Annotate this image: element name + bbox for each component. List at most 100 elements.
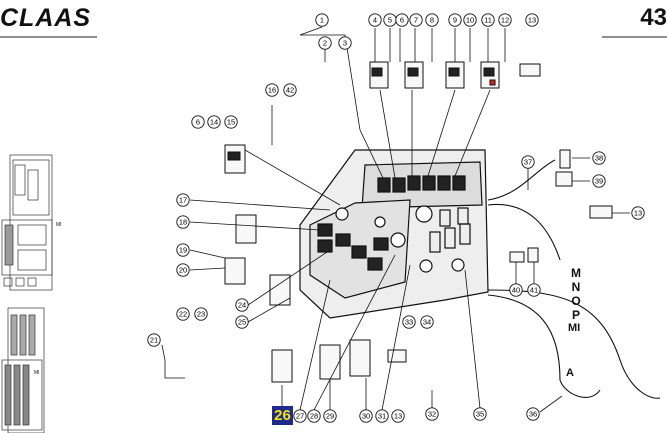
- callout-number: 30: [362, 412, 370, 421]
- callout-38[interactable]: 38: [592, 151, 606, 165]
- callout-number: 13: [394, 412, 402, 421]
- callout-number: 3: [343, 39, 347, 48]
- callout-22[interactable]: 22: [176, 307, 190, 321]
- callout-number: 40: [512, 286, 520, 295]
- callout-1[interactable]: 1: [315, 13, 329, 27]
- callout-number: 19: [179, 246, 187, 255]
- connector-letter: O: [571, 294, 581, 308]
- callout-number: 7: [414, 16, 418, 25]
- callout-5[interactable]: 5: [383, 13, 397, 27]
- callout-34[interactable]: 34: [420, 315, 434, 329]
- callout-number: 16: [268, 86, 276, 95]
- callout-33[interactable]: 33: [402, 315, 416, 329]
- callout-24[interactable]: 24: [235, 298, 249, 312]
- callout-8[interactable]: 8: [425, 13, 439, 27]
- callout-19[interactable]: 19: [176, 243, 190, 257]
- callout-13[interactable]: 13: [391, 409, 405, 423]
- callout-36[interactable]: 36: [526, 407, 540, 421]
- switch-parts: [224, 61, 613, 383]
- page-number: 43: [640, 4, 667, 31]
- console-housing: [299, 149, 489, 319]
- callout-number: 36: [529, 410, 537, 419]
- callout-number: 24: [238, 301, 246, 310]
- highlighted-callout[interactable]: 26: [272, 406, 293, 425]
- callout-13[interactable]: 13: [525, 13, 539, 27]
- callout-number: 29: [326, 412, 334, 421]
- callout-25[interactable]: 25: [235, 315, 249, 329]
- callout-number: 34: [423, 318, 431, 327]
- callout-42[interactable]: 42: [283, 83, 297, 97]
- callout-number: 37: [524, 158, 532, 167]
- callout-14[interactable]: 14: [207, 115, 221, 129]
- connector-letter: N: [571, 280, 581, 294]
- callout-18[interactable]: 18: [176, 215, 190, 229]
- thumbnail-fuses: [1, 307, 45, 433]
- callout-39[interactable]: 39: [592, 174, 606, 188]
- callout-number: 20: [179, 266, 187, 275]
- wiring-harness: [487, 159, 661, 399]
- callout-number: 2: [323, 39, 327, 48]
- callout-number: 22: [179, 310, 187, 319]
- callout-30[interactable]: 30: [359, 409, 373, 423]
- callout-number: 10: [466, 16, 474, 25]
- connector-tag: MI: [568, 322, 581, 334]
- callout-21[interactable]: 21: [147, 333, 161, 347]
- callout-28[interactable]: 28: [307, 409, 321, 423]
- callout-31[interactable]: 31: [375, 409, 389, 423]
- callout-13[interactable]: 13: [631, 206, 645, 220]
- callout-15[interactable]: 15: [224, 115, 238, 129]
- callout-37[interactable]: 37: [521, 155, 535, 169]
- callout-number: 9: [453, 16, 457, 25]
- callout-32[interactable]: 32: [425, 407, 439, 421]
- callout-number: 15: [227, 118, 235, 127]
- callout-6[interactable]: 6: [395, 13, 409, 27]
- callout-23[interactable]: 23: [194, 307, 208, 321]
- callout-6[interactable]: 6: [191, 115, 205, 129]
- callout-12[interactable]: 12: [498, 13, 512, 27]
- callout-number: 13: [528, 16, 536, 25]
- callout-number: 41: [530, 286, 538, 295]
- callout-number: 28: [310, 412, 318, 421]
- callout-11[interactable]: 11: [481, 13, 495, 27]
- callout-number: 8: [430, 16, 434, 25]
- brand-logo: CLAAS: [0, 4, 92, 32]
- callout-number: 33: [405, 318, 413, 327]
- callout-4[interactable]: 4: [368, 13, 382, 27]
- callout-9[interactable]: 9: [448, 13, 462, 27]
- callout-number: 4: [373, 16, 377, 25]
- callout-number: 25: [238, 318, 246, 327]
- callout-17[interactable]: 17: [176, 193, 190, 207]
- callout-40[interactable]: 40: [509, 283, 523, 297]
- callout-29[interactable]: 29: [323, 409, 337, 423]
- callout-number: 12: [501, 16, 509, 25]
- callout-number: 13: [634, 209, 642, 218]
- callout-number: 14: [210, 118, 218, 127]
- callout-27[interactable]: 27: [293, 409, 307, 423]
- leader-lines: [161, 26, 630, 413]
- callout-number: 21: [150, 336, 158, 345]
- callout-3[interactable]: 3: [338, 36, 352, 50]
- callout-20[interactable]: 20: [176, 263, 190, 277]
- callout-35[interactable]: 35: [473, 407, 487, 421]
- thumbnail-label: MI: [34, 370, 40, 376]
- callout-number: 6: [196, 118, 200, 127]
- connector-letter: P: [571, 308, 580, 322]
- callout-number: 27: [296, 412, 304, 421]
- thumbnail-console: [1, 154, 53, 291]
- callout-number: 38: [595, 154, 603, 163]
- callout-number: 31: [378, 412, 386, 421]
- callout-7[interactable]: 7: [409, 13, 423, 27]
- callout-number: 1: [320, 16, 324, 25]
- callout-number: 11: [484, 16, 492, 25]
- callout-number: 5: [388, 16, 392, 25]
- callout-10[interactable]: 10: [463, 13, 477, 27]
- callout-number: 42: [286, 86, 294, 95]
- arrow-mark: A: [566, 367, 574, 379]
- callout-number: 32: [428, 410, 436, 419]
- callout-2[interactable]: 2: [318, 36, 332, 50]
- callout-16[interactable]: 16: [265, 83, 279, 97]
- callout-41[interactable]: 41: [527, 283, 541, 297]
- callout-number: 18: [179, 218, 187, 227]
- callout-number: 6: [400, 16, 404, 25]
